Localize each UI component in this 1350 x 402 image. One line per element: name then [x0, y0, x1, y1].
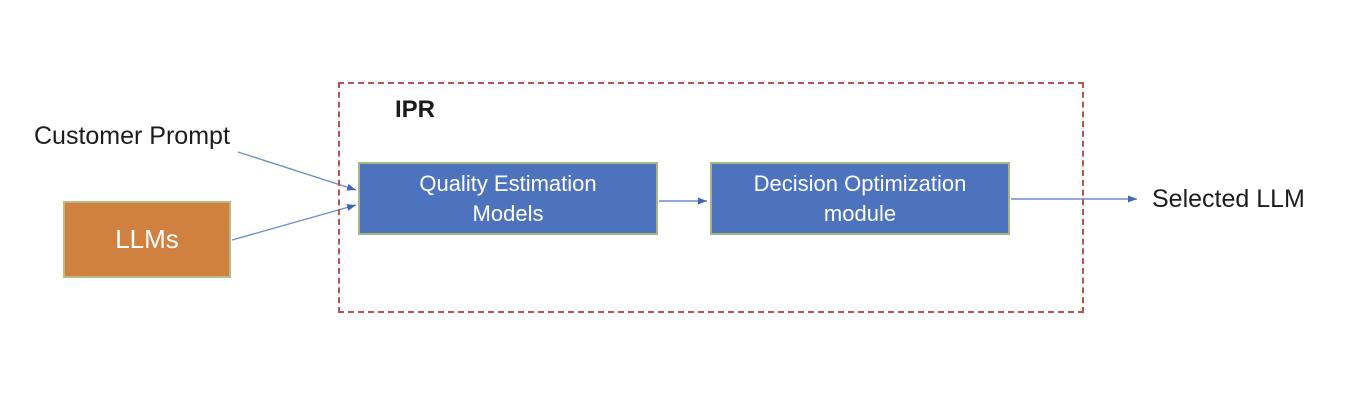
llms-node-label: LLMs — [115, 224, 179, 254]
quality-estimation-models-node: Quality Estimation Models — [358, 162, 658, 235]
ipr-label: IPR — [395, 96, 436, 123]
customer-prompt-label: Customer Prompt — [34, 122, 230, 150]
decision-optimization-module-label-line1: Decision Optimization — [753, 171, 967, 197]
decision-optimization-module-node: Decision Optimization module — [710, 162, 1010, 235]
selected-llm-label: Selected LLM — [1152, 185, 1305, 213]
quality-estimation-models-label-line2: Models — [472, 200, 544, 226]
decision-optimization-module-label-line2: module — [823, 200, 897, 226]
llms-node: LLMs — [63, 201, 231, 278]
quality-estimation-models-label-line1: Quality Estimation — [419, 171, 597, 197]
ipr-container: IPR — [338, 82, 1084, 313]
